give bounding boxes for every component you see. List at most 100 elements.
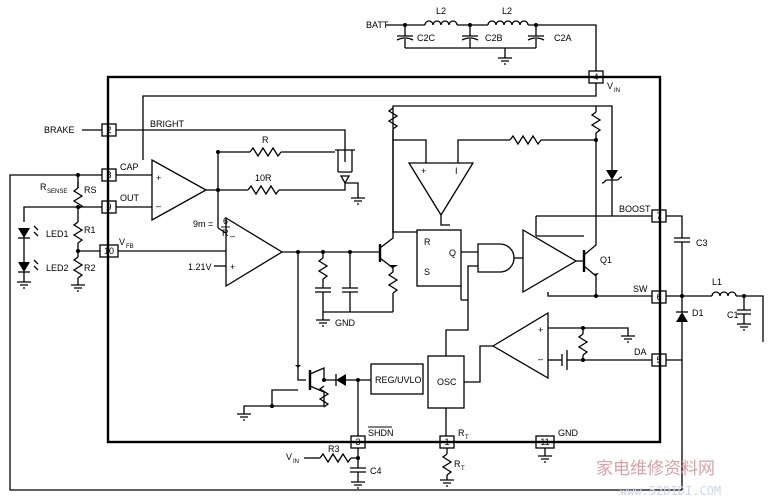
ea-minus: – [230,231,235,241]
shdn-circuit [237,252,371,436]
svg-text:IN: IN [614,88,620,94]
svg-text:2: 2 [106,125,111,135]
svg-text:R: R [458,428,465,438]
l1-label: L1 [712,277,722,287]
oscillator-block: OSC [427,355,465,409]
and-gate [477,243,515,273]
pin-7: 7 [651,209,667,223]
pin-label-vin: V IN [607,81,620,94]
r10-label: 10R [255,173,272,183]
resistor-10r [247,184,280,196]
rt-external-label: R T [454,459,465,472]
svg-text:1: 1 [444,437,449,447]
resistor-rs [72,187,84,210]
svg-text:R: R [454,459,461,469]
resistor-r2 [72,256,84,279]
rsense-label: R SENSE [40,182,67,195]
gm-label: 9m = [193,219,213,229]
watermark-cn: 家电维修资料网 [596,459,715,479]
reg-uvlo-block: REG/UVLO [370,363,424,395]
svg-text:SHDN: SHDN [368,428,394,438]
error-amplifier [225,216,284,288]
rs-label: RS [84,185,97,195]
inductor-l2a [424,20,458,26]
pin-10: 10 [99,244,119,258]
l2a-label: L2 [436,6,446,16]
battery-offset-icon [561,350,568,370]
led-2 [18,259,39,273]
r2-label: R2 [84,263,96,273]
resistor-da [577,333,589,356]
pin-6: 6 [651,290,667,304]
latch-r: R [424,237,431,247]
resistor-r3 [319,452,352,464]
csa-i: I [455,166,458,176]
svg-text:FB: FB [126,244,134,250]
capacitor-c2c [396,25,414,48]
osc-label: OSC [437,377,457,387]
svg-text:V: V [607,81,613,91]
da-minus: – [538,354,543,364]
resistor-r1 [72,221,84,244]
ea-plus: + [230,262,235,272]
pin-label-bright: BRIGHT [150,119,185,129]
current-sense-amplifier [407,162,475,217]
brake-label: BRAKE [44,125,75,135]
pin-9: 9 [101,200,117,214]
pin-label-boost: BOOST [619,204,651,214]
ref-label: 1.21V [188,262,212,272]
inductor-l2b [487,20,529,26]
pin-2: 2 [101,123,117,137]
svg-text:V: V [119,237,125,247]
c1-label: C1 [727,310,739,320]
capacitor-c2a [527,25,545,48]
svg-text:IN: IN [293,459,299,465]
svg-text:V: V [286,452,292,462]
brightness-switch [330,149,365,205]
svg-text:3: 3 [355,437,360,447]
inductor-l1 [711,291,737,297]
gm-plus: + [156,173,161,183]
c2c-label: C2C [417,33,436,43]
r-label: R [262,135,269,145]
capacitor-c2b [461,25,479,48]
pin-5: 5 [651,353,667,367]
svg-text:10: 10 [104,246,114,256]
c3-label: C3 [696,238,708,248]
pin-label-rt: R T [458,428,469,441]
reg-label: REG/UVLO [375,375,422,385]
batt-label: BATT [366,20,389,30]
svg-text:5: 5 [656,355,661,365]
gm-minus: – [156,201,161,211]
svg-text:9: 9 [106,202,111,212]
watermark-url: www.52DIDI.COM [620,484,721,498]
latch-s: S [424,267,430,277]
svg-text:4: 4 [593,72,598,82]
c2a-label: C2A [554,33,572,43]
svg-text:T: T [461,466,465,472]
d1-label: D1 [692,308,704,318]
pin-label-out: OUT [120,193,140,203]
svg-text:11: 11 [540,437,549,447]
vin-bottom-label: V IN [286,452,299,465]
da-comparator [491,311,549,380]
svg-text:SENSE: SENSE [47,189,67,195]
resistor-r [249,146,282,158]
pin-label-vfb: V FB [119,237,134,250]
svg-text:8: 8 [106,170,111,180]
pin-label-shdn: SHDN [368,426,394,438]
c4-label: C4 [370,466,382,476]
da-plus: + [538,325,543,335]
led-1 [18,225,39,239]
c2b-label: C2B [485,33,503,43]
l2b-label: L2 [502,6,512,16]
r1-label: R1 [84,225,96,235]
gm-amplifier [151,158,208,222]
svg-text:R: R [40,182,47,192]
ground-symbol-batt [498,57,512,65]
svg-text:6: 6 [656,292,661,302]
compensation-network [315,252,393,327]
rs-latch: R Q S [416,229,462,287]
pin-8: 8 [101,168,117,182]
